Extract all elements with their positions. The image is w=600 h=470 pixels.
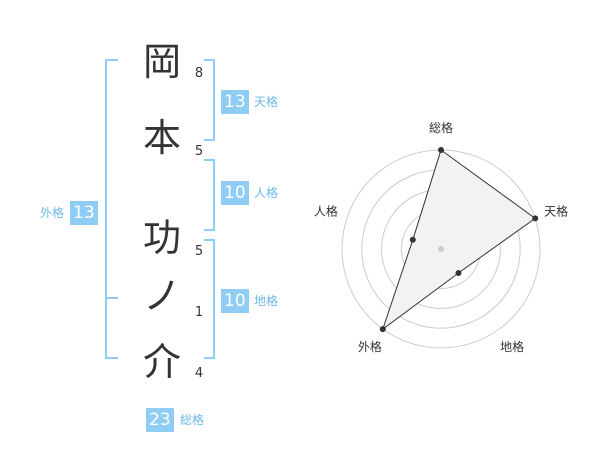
tenkaku-badge: 13 <box>221 90 249 114</box>
soukaku-label: 総格 <box>180 413 205 427</box>
jinkaku-label: 人格 <box>254 186 279 200</box>
radar-axis-label: 地格 <box>500 339 524 354</box>
name-char-3: 功 <box>142 216 181 260</box>
name-char-1: 岡 <box>142 40 181 84</box>
chikaku-label: 地格 <box>254 294 279 308</box>
stroke-count-5: 4 <box>194 366 204 381</box>
radar-axis-label: 人格 <box>314 204 338 219</box>
stroke-count-2: 5 <box>194 144 204 159</box>
stroke-count-4: 1 <box>194 305 204 320</box>
stroke-count-1: 8 <box>194 66 204 81</box>
chikaku-badge: 10 <box>221 289 249 313</box>
gaikaku-bracket <box>105 59 118 359</box>
name-char-2: 本 <box>142 116 181 160</box>
radar-point <box>379 326 386 333</box>
jinkaku-bracket <box>204 159 215 231</box>
radar-point <box>455 270 462 276</box>
name-char-5: 介 <box>142 340 181 384</box>
chikaku-bracket <box>204 239 215 359</box>
radar-axis-label: 総格 <box>429 120 453 135</box>
tenkaku-label: 天格 <box>254 95 279 109</box>
radar-point <box>438 147 444 153</box>
radar-axis-label: 外格 <box>358 339 382 354</box>
radar-center-dot <box>438 246 444 252</box>
radar-point <box>409 236 416 243</box>
soukaku-badge: 23 <box>146 408 174 432</box>
jinkaku-badge: 10 <box>221 181 249 205</box>
gaikaku-badge: 13 <box>70 201 98 225</box>
radar-axis-label: 天格 <box>544 204 568 219</box>
radar-points <box>379 147 539 333</box>
radar-point <box>532 215 539 222</box>
stroke-count-3: 5 <box>194 244 204 259</box>
tenkaku-bracket <box>204 59 215 141</box>
name-char-4: ノ <box>142 274 181 318</box>
radar-polygon <box>381 149 537 331</box>
gaikaku-label: 外格 <box>40 206 65 220</box>
